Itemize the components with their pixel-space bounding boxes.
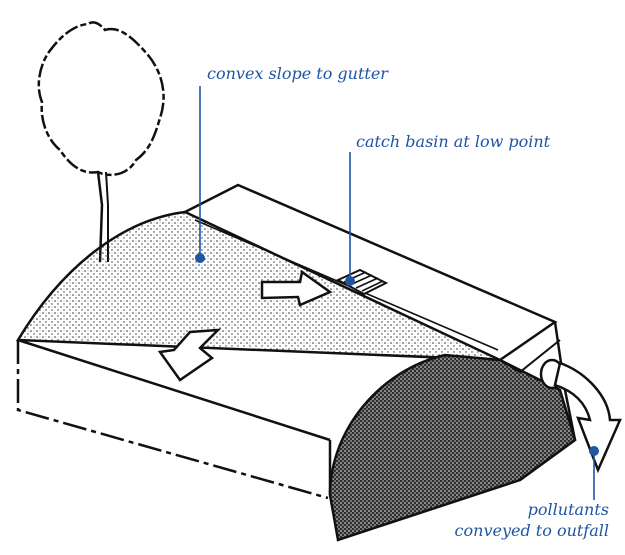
- label-convex-slope-text: convex slope to gutter: [207, 63, 388, 84]
- label-catch-basin-text: catch basin at low point: [356, 131, 550, 152]
- label-convex-slope: convex slope to gutter: [207, 63, 388, 84]
- label-pollutants-line1: pollutants: [455, 499, 609, 520]
- marker-convex-slope: [195, 253, 205, 263]
- tree-canopy: [39, 22, 164, 175]
- label-pollutants: pollutants conveyed to outfall: [455, 499, 609, 541]
- marker-pollutants: [589, 446, 599, 456]
- marker-catch-basin: [345, 276, 355, 286]
- label-pollutants-line2: conveyed to outfall: [455, 520, 609, 541]
- label-catch-basin: catch basin at low point: [356, 131, 550, 152]
